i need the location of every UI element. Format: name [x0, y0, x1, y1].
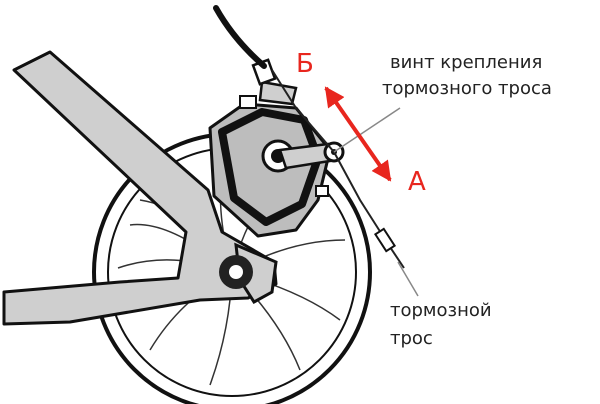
cable-housing	[213, 5, 267, 69]
cable-end-cap	[373, 227, 397, 253]
cable-leader-line	[397, 261, 419, 297]
fork-arm	[2, 50, 278, 326]
screw-label-line2: тормозного троса	[382, 78, 552, 99]
screw-label-line1: винт крепления	[390, 52, 542, 73]
marker-a-label: А	[408, 167, 426, 197]
movement-double-arrow	[324, 86, 392, 182]
bike-frame	[2, 50, 278, 326]
marker-b-label: Б	[296, 49, 314, 79]
caliper-mount-bolt	[239, 95, 257, 109]
cable-label-line1: тормозной	[390, 300, 492, 321]
cable-stop	[258, 80, 298, 106]
caliper-mount-bolt	[315, 185, 329, 197]
caliper-inner-frame	[218, 108, 322, 226]
cable-label-line2: трос	[390, 328, 433, 349]
axle-bolt-center	[229, 265, 243, 279]
